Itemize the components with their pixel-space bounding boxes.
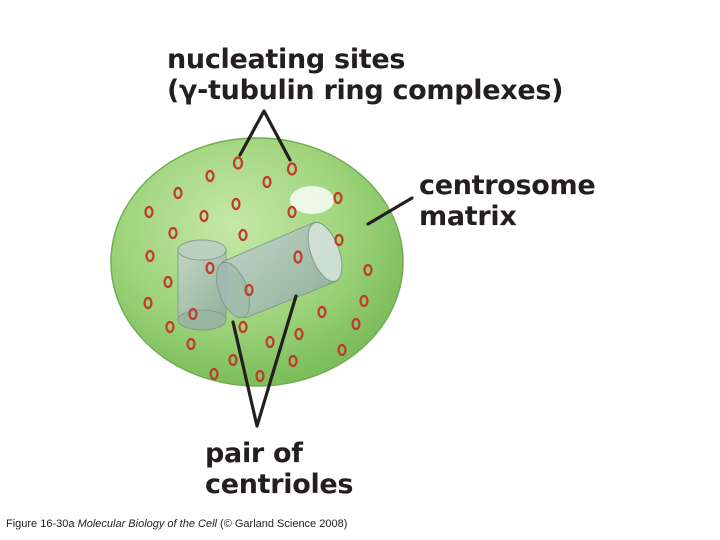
gamma-tubulin-ring [199, 209, 209, 223]
centrioles-line2: centrioles [205, 469, 354, 500]
gamma-tubulin-ring [265, 335, 275, 349]
caption-figure-number: Figure 16-30a [6, 518, 75, 530]
gamma-tubulin-ring [238, 320, 248, 334]
centrioles-line1: pair of [205, 438, 303, 469]
gamma-tubulin-ring [334, 233, 344, 247]
gamma-tubulin-ring [205, 261, 215, 275]
gamma-tubulin-ring [165, 320, 175, 334]
sphere-highlight [290, 186, 334, 214]
gamma-tubulin-ring [333, 191, 343, 205]
pointer-lines [231, 109, 414, 428]
gamma-tubulin-ring [288, 354, 298, 368]
gamma-tubulin-ring [359, 294, 369, 308]
gamma-tubulin-ring [286, 162, 298, 176]
gamma-tubulin-ring [163, 275, 173, 289]
gamma-tubulin-ring [209, 367, 219, 381]
gamma-tubulin-ring [232, 156, 244, 170]
gamma-tubulin-rings [143, 156, 373, 383]
gamma-tubulin-ring [255, 369, 265, 383]
gamma-tubulin-ring [144, 205, 154, 219]
nucleating-sites-line2: (γ-tubulin ring complexes) [167, 75, 564, 106]
gamma-tubulin-ring [188, 307, 198, 321]
centrosome-matrix-pointer [366, 196, 414, 226]
nucleating-sites-label: nucleating sites (γ-tubulin ring complex… [167, 44, 563, 106]
gamma-tubulin-ring [231, 197, 241, 211]
gamma-tubulin-ring [145, 249, 155, 263]
centrosome-matrix-line1: centrosome [419, 170, 596, 201]
gamma-tubulin-ring [244, 283, 254, 297]
caption-credit: (© Garland Science 2008) [220, 518, 348, 530]
gamma-tubulin-ring [317, 305, 327, 319]
centrosome-matrix-label: centrosome matrix [419, 170, 596, 232]
gamma-tubulin-ring [337, 343, 347, 357]
gamma-tubulin-ring [363, 263, 373, 277]
gamma-tubulin-ring [294, 327, 304, 341]
gamma-tubulin-ring [205, 169, 215, 183]
gamma-tubulin-ring [173, 186, 183, 200]
nucleating-sites-line1: nucleating sites [167, 44, 406, 75]
gamma-tubulin-ring [228, 353, 238, 367]
gamma-tubulin-ring [351, 317, 361, 331]
gamma-tubulin-ring [238, 228, 248, 242]
gamma-tubulin-ring [262, 175, 272, 189]
centrioles-pointer [231, 294, 298, 428]
gamma-tubulin-ring [143, 296, 153, 310]
gamma-tubulin-ring [186, 337, 196, 351]
nucleating-sites-pointer [238, 109, 292, 162]
caption-book-title: Molecular Biology of the Cell [77, 518, 217, 530]
centrioles-label: pair of centrioles [205, 438, 354, 500]
gamma-tubulin-ring [287, 205, 297, 219]
figure-caption: Figure 16-30a Molecular Biology of the C… [6, 518, 347, 530]
gamma-tubulin-ring [293, 250, 303, 264]
centrosome-matrix-line2: matrix [419, 201, 517, 232]
gamma-tubulin-ring [168, 226, 178, 240]
